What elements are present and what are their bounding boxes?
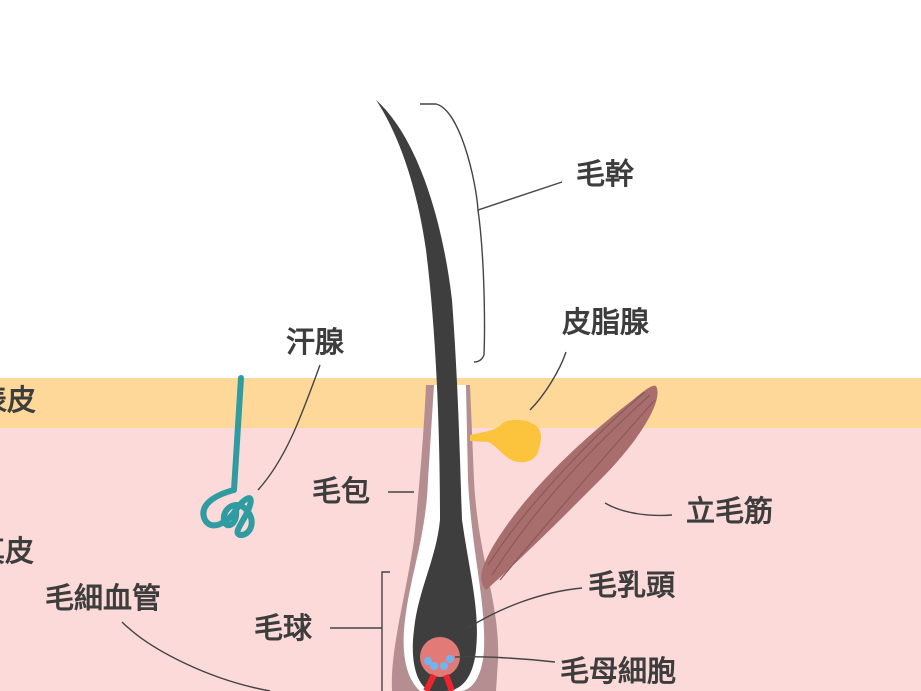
- label-sweat-gland: 汗腺: [286, 325, 345, 359]
- label-capillary: 毛細血管: [45, 581, 162, 615]
- label-hair-matrix-cell: 毛母細胞: [560, 654, 677, 688]
- label-dermal-papilla: 毛乳頭: [588, 568, 676, 602]
- arrector-pili-muscle: [481, 385, 658, 590]
- leader-lines: [121, 103, 673, 691]
- dermal-papilla: [420, 637, 460, 677]
- sweat-gland: [200, 375, 255, 538]
- capillary: [423, 673, 455, 691]
- label-sebaceous-gland: 皮脂腺: [562, 305, 650, 339]
- label-hair-bulb: 毛球: [254, 611, 313, 645]
- label-arrector-pili: 立毛筋: [686, 494, 774, 528]
- hair-shaft: [376, 100, 477, 691]
- label-epidermis: 表皮: [0, 383, 37, 417]
- hair-matrix-cells: [424, 655, 454, 670]
- label-follicle: 毛包: [312, 474, 371, 508]
- sebaceous-gland: [470, 419, 542, 463]
- label-dermis: 真皮: [0, 534, 35, 568]
- label-hair-shaft: 毛幹: [576, 157, 635, 191]
